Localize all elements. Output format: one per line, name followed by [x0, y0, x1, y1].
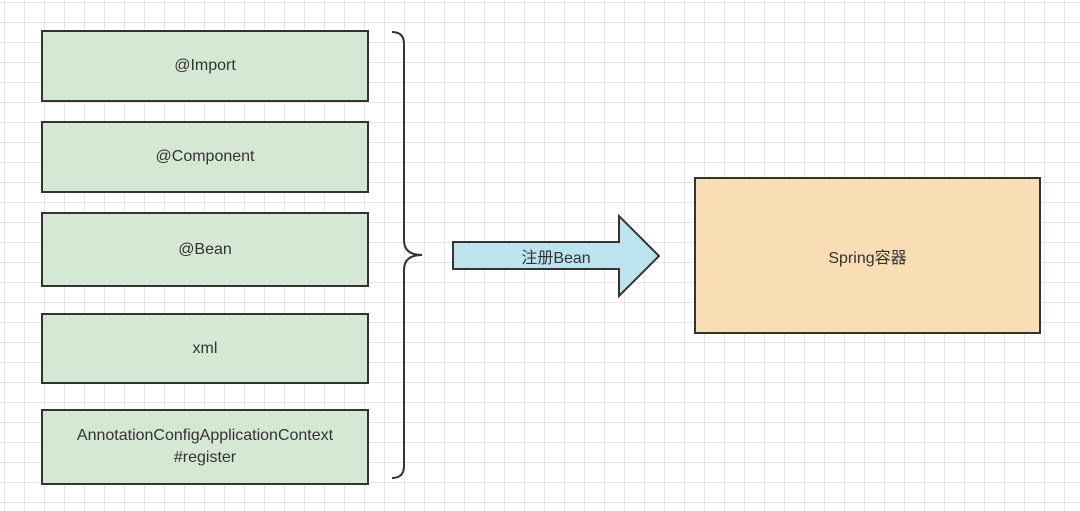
spring-container-label: Spring容器 — [828, 249, 907, 267]
register-arrow — [452, 213, 661, 299]
source-box-xml: xml — [41, 313, 369, 384]
arrow-label: 注册Bean — [521, 250, 591, 267]
source-label-component: @Component — [155, 148, 255, 165]
source-box-register: AnnotationConfigApplicationContext #regi… — [41, 409, 369, 485]
curly-brace — [391, 31, 423, 479]
source-box-component: @Component — [41, 121, 369, 193]
spring-container-box: Spring容器 — [694, 177, 1041, 334]
source-label-register-line2: #register — [173, 449, 237, 466]
source-label-import: @Import — [174, 57, 236, 74]
source-label-register-line1: AnnotationConfigApplicationContext — [76, 427, 334, 444]
source-label-bean: @Bean — [178, 240, 232, 258]
source-label-xml: xml — [192, 339, 218, 357]
source-box-import: @Import — [41, 30, 369, 102]
source-box-bean: @Bean — [41, 212, 369, 287]
